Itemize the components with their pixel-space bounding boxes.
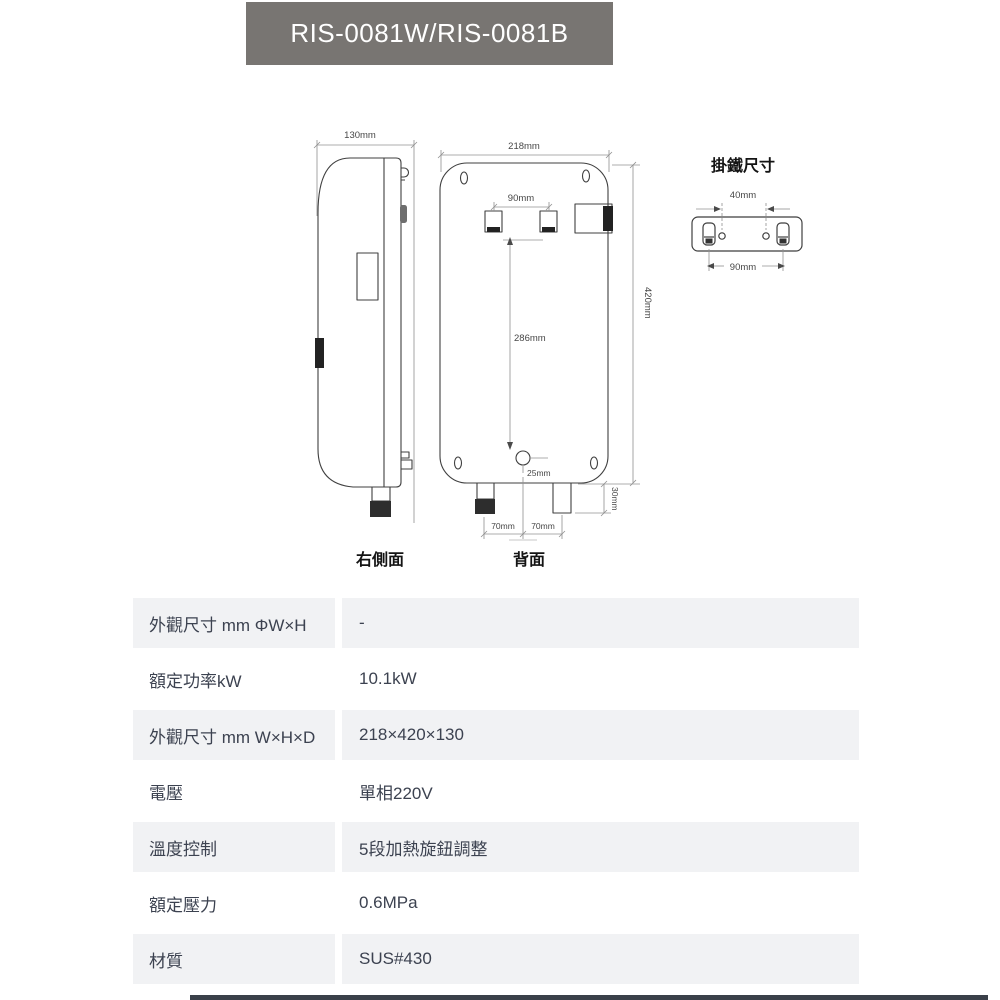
spec-row: 額定功率kW 10.1kW	[133, 654, 859, 704]
side-window	[356, 252, 379, 301]
spec-label: 材質	[133, 934, 335, 984]
side-hook-tab	[400, 205, 407, 223]
spec-label: 外觀尺寸 mm ΦW×H	[133, 598, 335, 648]
dim-label-side-width: 130mm	[344, 130, 376, 141]
dimension-lines	[313, 140, 790, 541]
bracket-title: 掛鐵尺寸	[711, 156, 775, 175]
spec-value: SUS#430	[342, 934, 859, 984]
dim-label-inlet-offset: 25mm	[527, 468, 551, 478]
side-front-tab	[315, 338, 324, 368]
bottom-divider-bar	[190, 995, 988, 1000]
spec-label: 額定功率kW	[133, 654, 335, 704]
spec-table: 外觀尺寸 mm ΦW×H - 額定功率kW 10.1kW 外觀尺寸 mm W×H…	[133, 598, 859, 990]
spec-value: 218×420×130	[342, 710, 859, 760]
spec-row: 外觀尺寸 mm ΦW×H -	[133, 598, 859, 648]
dim-label-bracket-hole-spacing: 40mm	[730, 190, 756, 201]
model-header-bar: RIS-0081W/RIS-0081B	[246, 2, 613, 65]
spec-value: 10.1kW	[342, 654, 859, 704]
spec-label: 外觀尺寸 mm W×H×D	[133, 710, 335, 760]
spec-row: 外觀尺寸 mm W×H×D 218×420×130	[133, 710, 859, 760]
dim-label-pipe-right: 70mm	[531, 521, 555, 531]
back-view-label: 背面	[513, 550, 545, 569]
spec-row: 電壓 單相220V	[133, 766, 859, 816]
spec-value: -	[342, 598, 859, 648]
dim-label-back-height: 420mm	[642, 287, 653, 319]
spec-label: 溫度控制	[133, 822, 335, 872]
spec-row: 材質 SUS#430	[133, 934, 859, 984]
bracket-drawing	[691, 216, 803, 252]
model-number: RIS-0081W/RIS-0081B	[290, 18, 569, 48]
back-pipe-left	[475, 499, 495, 514]
side-view-drawing	[315, 157, 413, 517]
dim-label-inlet-height: 286mm	[514, 333, 546, 344]
spec-row: 額定壓力 0.6MPa	[133, 878, 859, 928]
dim-label-knockout-spacing: 90mm	[508, 193, 534, 204]
spec-value: 單相220V	[342, 766, 859, 816]
side-view-label: 右側面	[356, 550, 404, 569]
back-pipe-right	[552, 482, 572, 514]
spec-value: 5段加熱旋鈕調整	[342, 822, 859, 872]
dimension-arrowheads	[507, 206, 785, 450]
dim-label-pipe-protrusion: 30mm	[610, 487, 620, 511]
spec-label: 電壓	[133, 766, 335, 816]
dim-label-pipe-left: 70mm	[491, 521, 515, 531]
spec-label: 額定壓力	[133, 878, 335, 928]
spec-value: 0.6MPa	[342, 878, 859, 928]
spec-row: 溫度控制 5段加熱旋鈕調整	[133, 822, 859, 872]
side-pipe	[370, 501, 391, 517]
dim-label-back-width: 218mm	[508, 141, 540, 152]
dim-label-bracket-slot-spacing: 90mm	[730, 262, 756, 273]
